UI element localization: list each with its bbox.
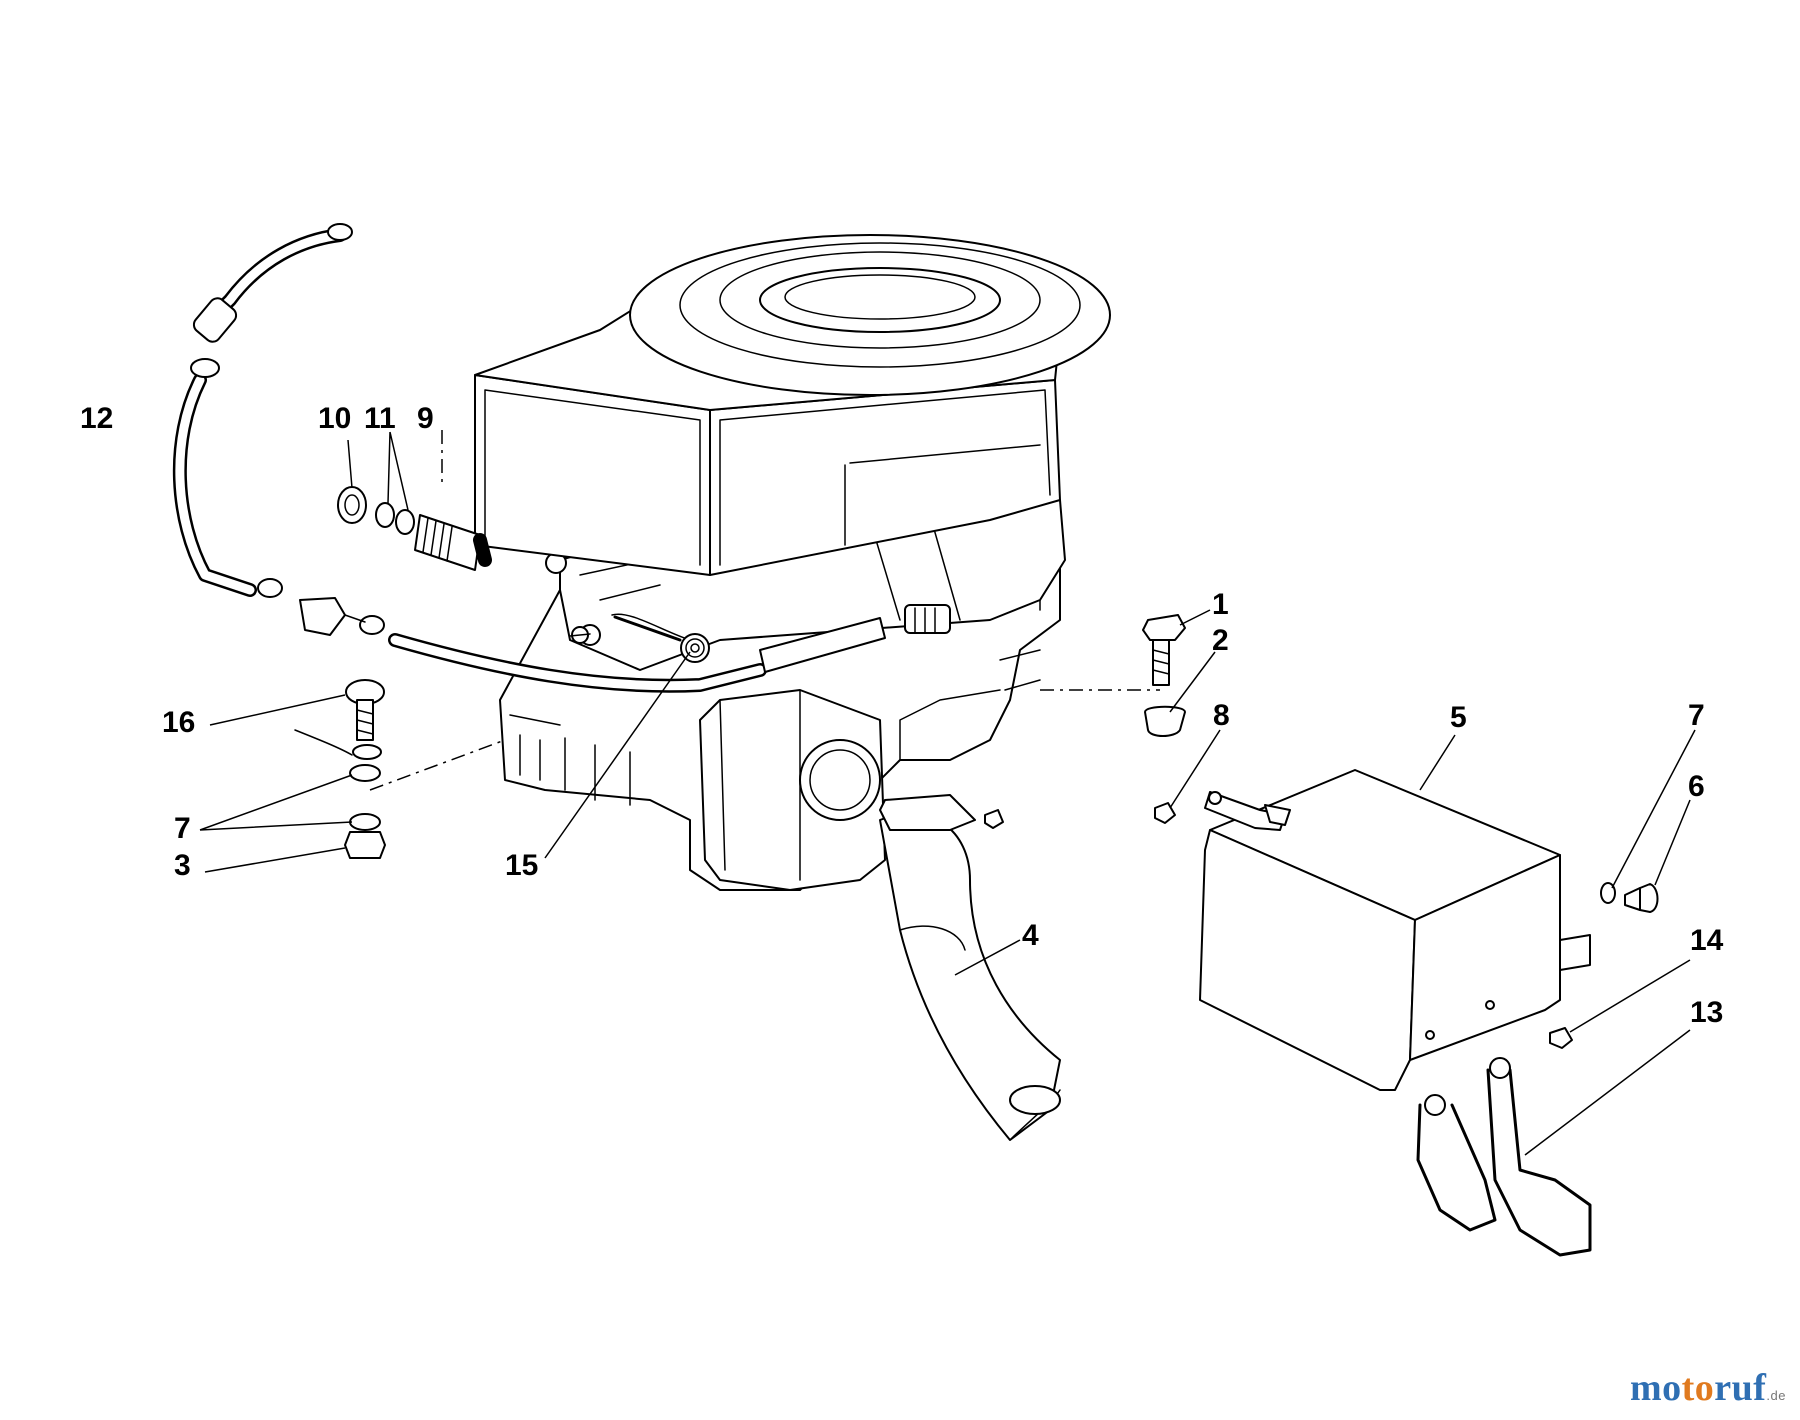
air-filter-cap — [759, 267, 1001, 333]
leader-3 — [204, 847, 346, 873]
leader-4 — [954, 939, 1021, 976]
watermark-part1: mo — [1629, 1367, 1682, 1409]
callout-10: 10 — [318, 402, 351, 435]
callout-14: 14 — [1690, 924, 1724, 957]
hose-clamp-4 — [359, 615, 385, 635]
muffler-clip — [1416, 1057, 1592, 1257]
leader-15 — [544, 651, 691, 859]
washer-7-left-c — [349, 813, 381, 831]
callout-9: 9 — [417, 402, 434, 435]
washer-11a — [375, 502, 395, 528]
callout-6: 6 — [1688, 770, 1705, 803]
callout-13: 13 — [1690, 996, 1723, 1029]
threaded-pipe-9 — [414, 514, 481, 571]
watermark-part2: to — [1681, 1367, 1715, 1409]
washer-11b — [395, 509, 415, 535]
callout-5: 5 — [1450, 701, 1467, 734]
hose-clamp-3 — [257, 578, 283, 598]
bolt-16 — [345, 679, 385, 741]
callout-labels: 1 2 3 4 5 6 7 7 8 9 10 11 12 13 14 15 16 — [80, 402, 1724, 1029]
callout-8: 8 — [1213, 699, 1230, 732]
watermark-logo: motoruf.de — [1630, 1366, 1786, 1410]
muffler — [1199, 769, 1591, 1091]
grommet-2 — [1144, 705, 1186, 737]
watermark-part3: ruf — [1714, 1367, 1767, 1409]
nut-3 — [344, 831, 386, 859]
fitting-nut-10 — [337, 486, 367, 524]
fittings-9-10-11 — [337, 486, 492, 571]
hose-clamp-1 — [327, 223, 353, 241]
exhaust-pipe — [879, 794, 1061, 1141]
exhaust-port — [799, 739, 881, 821]
leader-2 — [1169, 651, 1216, 713]
leader-8 — [1169, 729, 1221, 809]
watermark-tld: .de — [1766, 1388, 1786, 1403]
engine-assembly — [474, 234, 1111, 891]
callout-7-right: 7 — [1688, 699, 1705, 732]
spark-plug-boss — [904, 604, 951, 634]
washer-7-left-b — [349, 764, 381, 782]
ground-wire — [294, 729, 353, 756]
washer-7-left-a — [352, 744, 382, 760]
washer-7-right — [1600, 882, 1616, 904]
leader-6 — [1654, 799, 1691, 886]
muffler-side — [1409, 854, 1561, 1061]
elbow-fitting — [569, 626, 591, 644]
fuel-hose-sleeve — [759, 617, 886, 673]
callout-3: 3 — [174, 849, 191, 882]
callout-12: 12 — [80, 402, 113, 435]
hose-clamp-2 — [190, 358, 220, 378]
leader-10-11 — [347, 431, 409, 511]
exhaust-flange — [879, 794, 976, 831]
leader-7-right — [1611, 729, 1696, 889]
fuel-lines — [172, 223, 886, 693]
bolt-1 — [1142, 614, 1186, 686]
callout-16: 16 — [162, 706, 195, 739]
callout-4: 4 — [1022, 919, 1039, 952]
callout-1: 1 — [1212, 588, 1229, 621]
callout-11: 11 — [364, 402, 396, 435]
leader-14 — [1569, 959, 1691, 1033]
callout-2: 2 — [1212, 624, 1229, 657]
exhaust-pipe-outlet — [1009, 1085, 1061, 1115]
screw-exhaust — [984, 809, 1004, 829]
fuel-valve — [299, 597, 346, 636]
callout-15: 15 — [505, 849, 538, 882]
leader-5 — [1419, 734, 1456, 791]
callout-7-left: 7 — [174, 812, 191, 845]
muffler-bracket-right — [1559, 934, 1591, 971]
leader-13 — [1524, 1029, 1691, 1156]
leader-7-left — [199, 774, 353, 831]
bolt-6 — [1624, 883, 1659, 913]
screw-14 — [1549, 1027, 1573, 1049]
centerline-16 — [369, 739, 506, 791]
leader-1 — [1179, 609, 1211, 626]
muffler-bracket-left — [1204, 791, 1286, 831]
leader-16 — [209, 694, 346, 726]
fuel-filter — [192, 297, 238, 343]
